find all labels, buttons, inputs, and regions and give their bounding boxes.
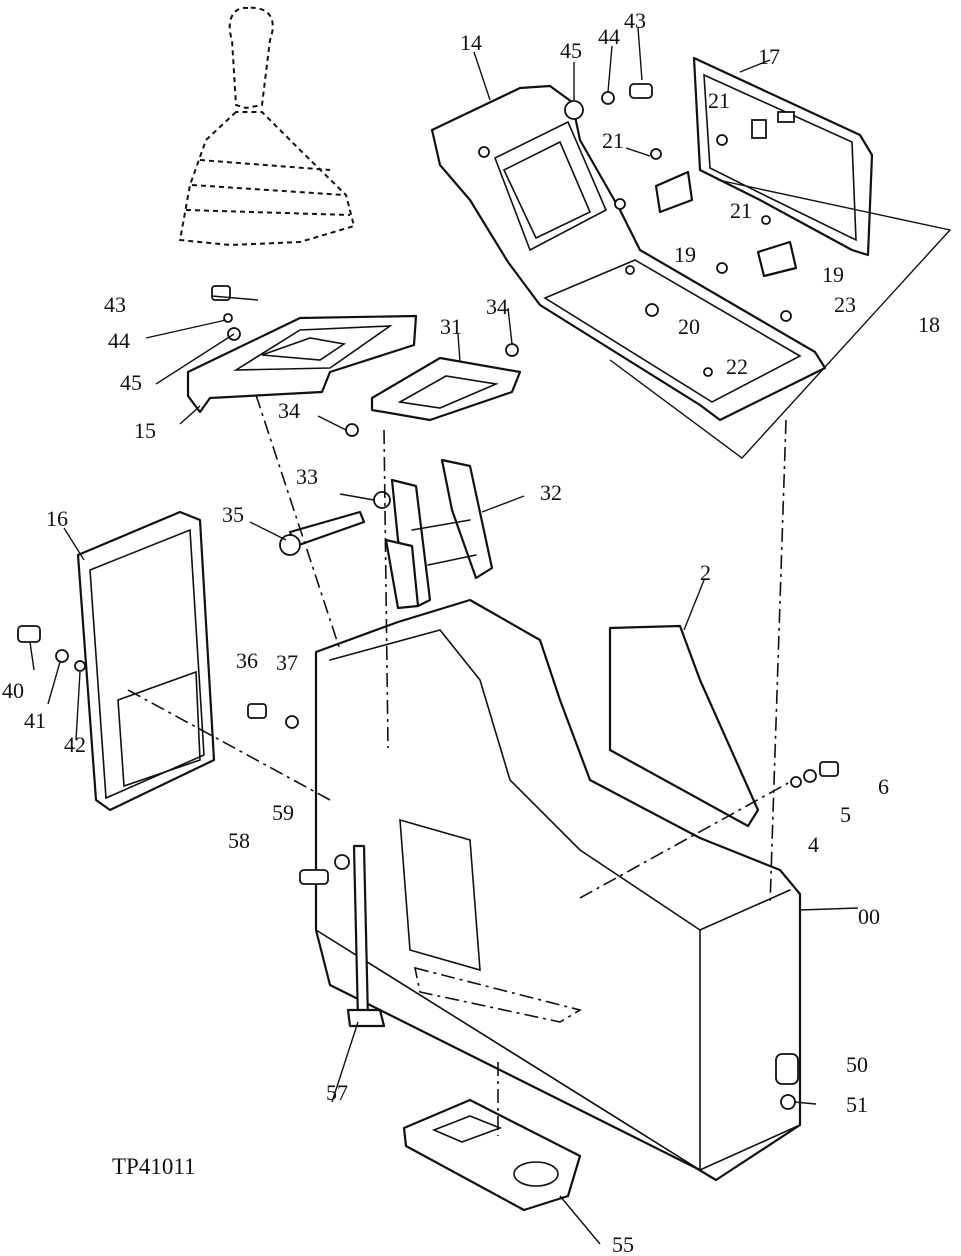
callout-17: 17: [758, 44, 780, 69]
callout-21-upper: 21: [708, 88, 730, 113]
callout-42: 42: [64, 732, 86, 757]
callout-44-top: 44: [598, 24, 620, 49]
callout-34-left: 34: [278, 398, 300, 423]
callout-2: 2: [700, 560, 711, 585]
support-bracket: [384, 458, 494, 610]
callout-23: 23: [834, 292, 856, 317]
side-panel: [76, 510, 216, 812]
callout-45-top: 45: [560, 38, 582, 63]
callout-16: 16: [46, 506, 68, 531]
leader-lines: [29, 27, 859, 1245]
callout-40: 40: [2, 678, 24, 703]
callout-18: 18: [918, 312, 940, 337]
callout-55: 55: [612, 1232, 634, 1256]
floor-plate: [402, 1098, 582, 1212]
upper-console-top: [430, 84, 827, 422]
callout-20: 20: [678, 314, 700, 339]
callout-15: 15: [134, 418, 156, 443]
callout-37: 37: [276, 650, 298, 675]
figure-id: TP41011: [112, 1154, 196, 1179]
callout-50: 50: [846, 1052, 868, 1077]
callout-41: 41: [24, 708, 46, 733]
callout-6: 6: [878, 774, 889, 799]
callout-43-top: 43: [624, 8, 646, 33]
callout-4: 4: [808, 832, 819, 857]
gate-plate: [370, 356, 522, 422]
shift-lever-boot: [178, 6, 356, 247]
callout-5: 5: [840, 802, 851, 827]
callout-57: 57: [326, 1080, 348, 1105]
callout-00: 00: [858, 904, 880, 929]
brackets: [654, 170, 798, 278]
callout-21-middle: 21: [602, 128, 624, 153]
callout-31: 31: [440, 314, 462, 339]
fasteners: [17, 83, 839, 1110]
callout-21-lower: 21: [730, 198, 752, 223]
callout-14: 14: [460, 30, 482, 55]
rear-panel: [692, 56, 874, 257]
callout-32: 32: [540, 480, 562, 505]
callout-22: 22: [726, 354, 748, 379]
callout-59: 59: [272, 800, 294, 825]
callout-19-lower: 19: [822, 262, 844, 287]
callout-51: 51: [846, 1092, 868, 1117]
callout-45-left: 45: [120, 370, 142, 395]
callout-44-left: 44: [108, 328, 130, 353]
callout-34-right: 34: [486, 294, 508, 319]
control-rod: [346, 844, 386, 1028]
callout-36: 36: [236, 648, 258, 673]
main-console-base: [314, 598, 802, 1182]
callout-33: 33: [296, 464, 318, 489]
side-cover: [608, 624, 760, 828]
callout-19-upper: 19: [674, 242, 696, 267]
callout-35: 35: [222, 502, 244, 527]
callout-labels: 43 44 45 14 17 21 21 21 19 19 23 20 18 2…: [2, 8, 940, 1256]
callout-43-left: 43: [104, 292, 126, 317]
callout-58: 58: [228, 828, 250, 853]
shift-plate: [186, 314, 418, 414]
assembly-lines: [127, 179, 952, 1136]
